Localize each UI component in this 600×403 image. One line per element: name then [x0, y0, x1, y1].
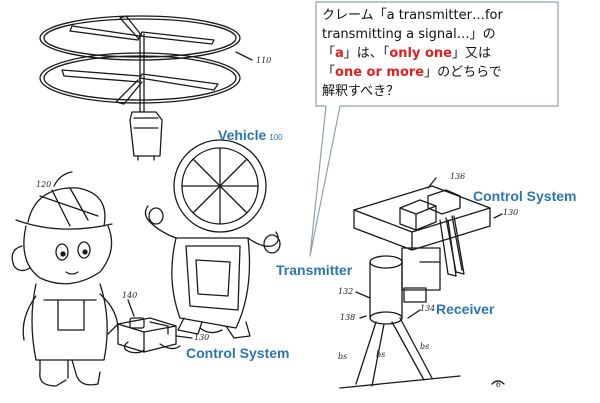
vehicle-ref-number: 100	[269, 133, 283, 142]
ref-138: 138	[340, 313, 356, 322]
emphasis-one-or-more: one or more	[335, 65, 425, 80]
callout-line-4: 「one or more」のどちらで	[322, 65, 502, 80]
ref-120: 120	[36, 180, 52, 189]
ref-fig-number: 6	[496, 380, 502, 389]
ref-136: 136	[450, 172, 466, 181]
callout-line-1: クレーム「a transmitter…for	[322, 8, 503, 23]
ref-130-left: 130	[194, 333, 210, 342]
ref-130-right: 130	[503, 208, 519, 217]
ref-bs-2: bs	[376, 350, 386, 359]
vehicle-robot-illustration	[144, 139, 281, 339]
transmitter-label: Transmitter	[276, 262, 353, 278]
callout-line-2: transmitting a signal…」の	[322, 27, 496, 42]
ref-bs-3: bs	[420, 342, 430, 351]
ref-140: 140	[122, 291, 138, 300]
handheld-controller-illustration	[107, 299, 193, 354]
ref-bs-1: bs	[338, 352, 348, 361]
control-system-device-illustration	[339, 177, 505, 389]
ref-134: 134	[420, 304, 436, 313]
callout-line-5: 解釈すべき？	[322, 84, 400, 99]
drone-illustration	[39, 15, 253, 161]
child-illustration	[11, 171, 119, 387]
callout-line-3: 「a」は、「only one」又は	[322, 46, 491, 61]
receiver-label: Receiver	[436, 301, 495, 317]
ref-132: 132	[338, 287, 354, 296]
control-system-label-bottom: Control System	[186, 345, 290, 361]
emphasis-only-one: only one	[389, 46, 452, 61]
question-callout	[309, 1, 559, 257]
ref-110: 110	[256, 56, 272, 65]
control-system-label-top: Control System	[473, 188, 577, 204]
callout-question-text: クレーム「a transmitter…for transmitting a si…	[322, 6, 554, 101]
emphasis-a: a	[335, 46, 344, 61]
